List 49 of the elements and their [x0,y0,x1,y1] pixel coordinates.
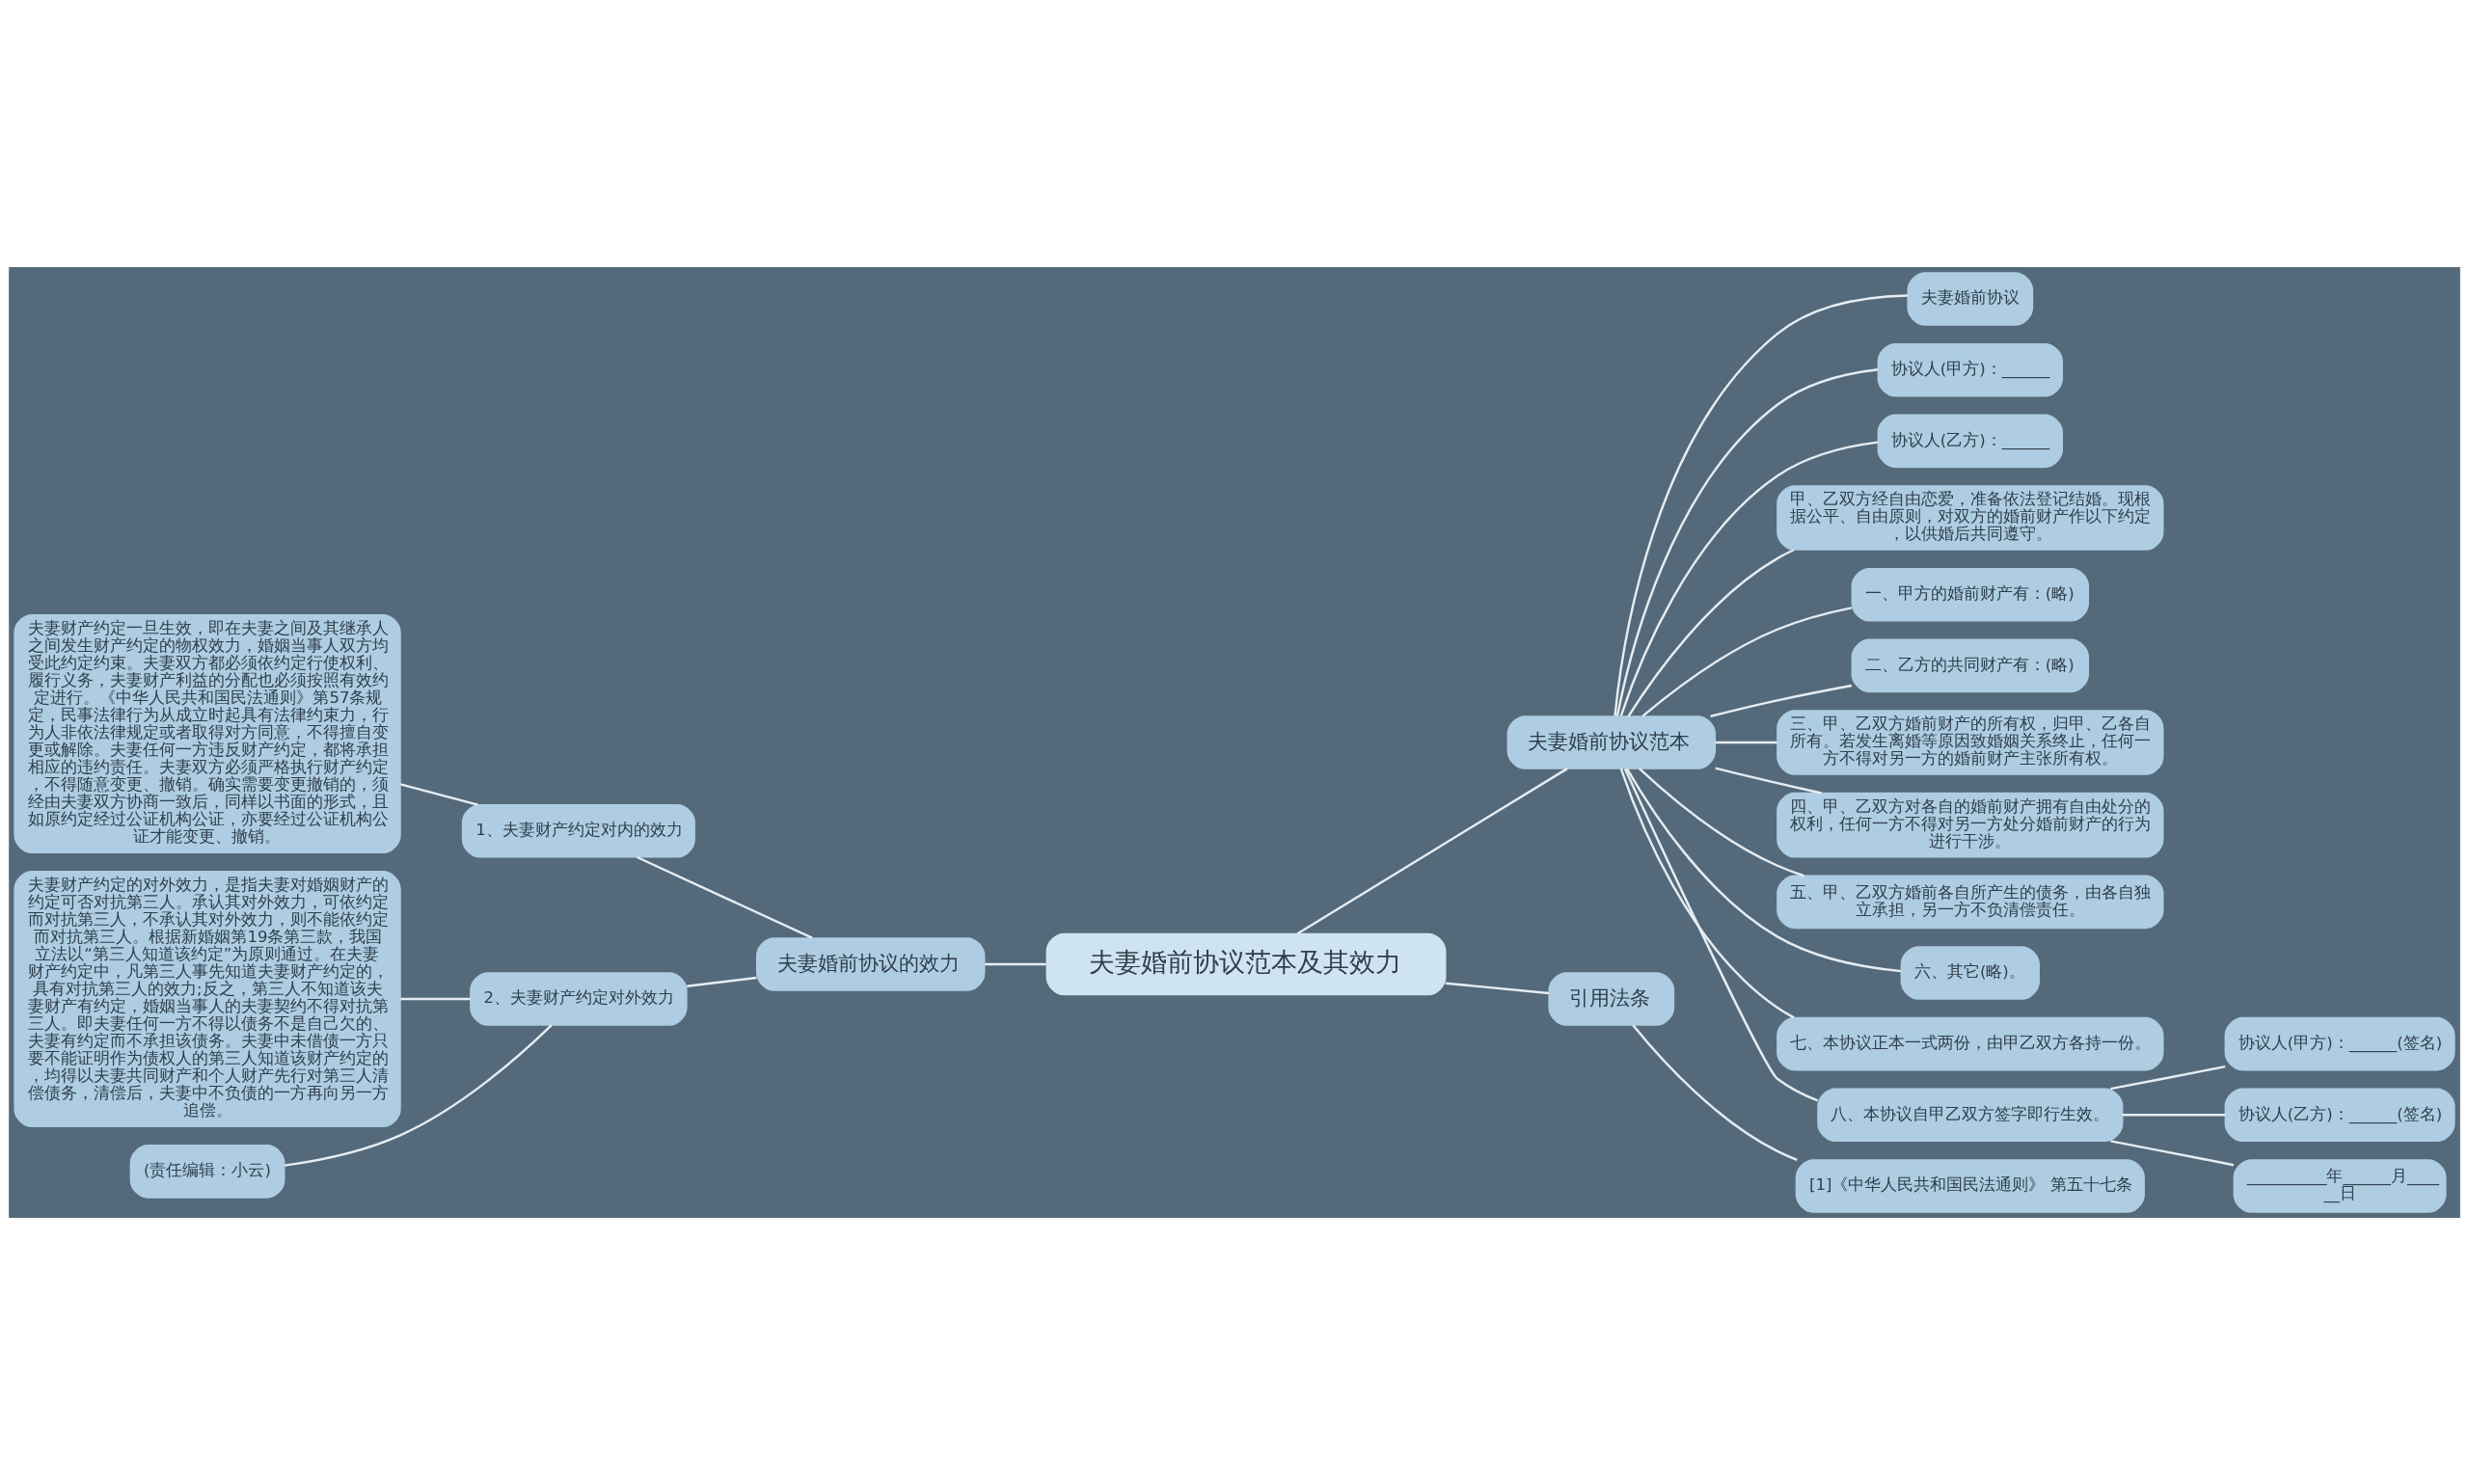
node-box: 协议人(甲方)：______(签名) [2224,1016,2455,1070]
connector [687,976,757,987]
connector [1710,684,1853,717]
connector [2110,1065,2226,1090]
node-box: 夫妻婚前协议范本及其效力 [1045,932,1447,995]
connector [637,855,813,939]
connector [1296,767,1568,934]
node-box: 一、甲方的婚前财产有：(略) [1851,567,2090,621]
node-box: 八、本协议自甲乙双方签字即行生效。 [1817,1088,2124,1142]
connector [1614,293,1909,716]
node-box: 二、乙方的共同财产有：(略) [1851,638,2090,692]
connector [1715,767,1822,795]
node-box: [1]《中华人民共和国民法通则》 第五十七条 [1795,1158,2145,1213]
connector [1619,768,1795,1018]
connector [985,962,1046,965]
node-box: 六、其它(略)。 [1900,945,2040,1000]
node-box: 协议人(乙方)：______ [1877,414,2063,468]
connector [400,782,478,806]
node-box: 协议人(乙方)：______(签名) [2224,1088,2455,1142]
node-box: 夫妻婚前协议的效力 [756,936,986,991]
connector [1641,606,1853,717]
connector [2110,1139,2235,1166]
connector [1619,440,1879,716]
node-box: 协议人(甲方)：______ [1877,342,2063,396]
connector [1715,741,1777,743]
connector [1623,768,1819,1101]
node-box: 夫妻财产约定的对外效力，是指夫妻对婚姻财产的约定可否对抗第三人。承认其对外效力，可依约定而对抗第三人，不承认其对外效力，则不能依约定而对抗第三人。根据新婚姻第19条第三款，我国立法以“第三人知道该约定”为原则通过。在夫妻财产约定中，凡第三人事先知道夫妻财产约定的，具有对抗第三人的效力;反之，第三人不知道该夫妻财产有约定，婚姻当事人的夫妻契约不得对抗第三人。即夫妻任何一方不得以债务不是自己欠的、夫妻有约定而不承担该债务。夫妻中未借债一方只要不能证明作为债权人的第三人知道该财产约定的，均得以夫妻共同财产和个人财产先行对第三人清偿债务，清偿后，夫妻中不负债的一方再向另一方追偿。 [14,870,401,1127]
node-box: 七、本协议正本一式两份，由甲乙双方各持一份。 [1777,1016,2164,1070]
node-box: (责任编辑：小云) [129,1144,285,1199]
node-box: 引用法条 [1548,971,1675,1026]
node-box: 甲、乙双方经自由恋爱，准备依法登记结婚。现根据公平、自由原则，对双方的婚前财产作以下约定，以供婚后共同遵守。 [1777,484,2164,551]
node-box: 2、夫妻财产约定对外效力 [470,971,688,1026]
node-box: 三、甲、乙双方婚前财产的所有权，归甲、乙各自所有。若发生离婚等原因致婚姻关系终止，任何一方不得对另一方的婚前财产主张所有权。 [1777,709,2164,775]
node-box: 夫妻财产约定一旦生效，即在夫妻之间及其继承人之间发生财产约定的物权效力，婚姻当事人双方均受此约定约束。夫妻双方都必须依约定行使权利、履行义务，夫妻财产利益的分配也必须按照有效约定进行。《中华人民共和国民法通则》第57条规定，民事法律行为从成立时起具有法律约束力，行为人非依法律规定或者取得对方同意，不得擅自变更或解除。夫妻任何一方违反财产约定，都将承担相应的违约责任。夫妻双方必须严格执行财产约定，不得随意变更、撤销。确实需要变更撤销的，须经由夫妻双方协商一致后，同样以书面的形式，且如原约定经过公证机构公证，亦要经过公证机构公证才能变更、撤销。 [14,613,401,853]
connector [1626,768,1902,972]
node-box: 1、夫妻财产约定对内的效力 [461,803,695,857]
node-box: 五、甲、乙双方婚前各自所产生的债务，由各自独立承担，另一方不负清偿责任。 [1777,875,2164,929]
connector [1615,367,1879,716]
connector [2122,1113,2226,1116]
connector [1632,1024,1798,1161]
node-box: 夫妻婚前协议 [1907,271,2034,326]
node-box: 夫妻婚前协议范本 [1506,715,1716,769]
connector [284,1023,553,1167]
node-box: 四、甲、乙双方对各自的婚前财产拥有自由处分的权利，任何一方不得对另一方处分婚前财产的行为进行干涉。 [1777,792,2164,857]
connector [400,997,471,1000]
connector [1445,982,1549,994]
node-box: __________年______月______日 [2233,1158,2447,1213]
connector [1627,548,1795,717]
connector [1639,767,1804,877]
